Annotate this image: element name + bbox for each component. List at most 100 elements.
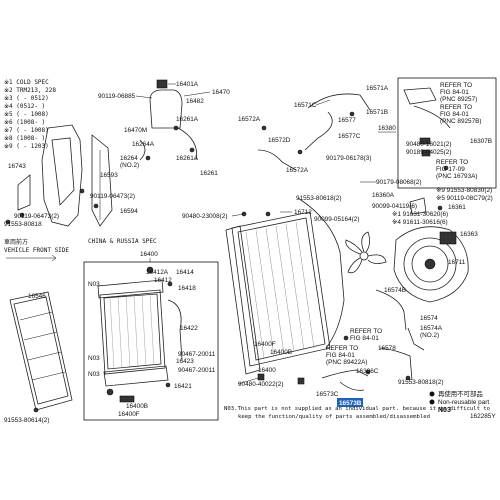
label-90099-04119: 90099-04119(6): [372, 203, 417, 210]
shroud-panel-inner: [51, 137, 75, 206]
label-90119-08C79: ※5 90119-08C79(2): [436, 195, 493, 202]
inset-hose: [167, 299, 183, 361]
refer-2-l1: REFER TO: [440, 104, 472, 111]
upper-hose-group: [257, 93, 371, 171]
shroud-left-group: [5, 124, 113, 227]
hose-16577: [304, 111, 333, 151]
label-16712: 16712: [294, 209, 312, 216]
legend-non-reusable: Non-reusable part: [438, 399, 489, 406]
inset-drain-plug: [106, 388, 114, 396]
label-16422: 16422: [180, 325, 198, 332]
footnote-date-f: ※8 (1008- ): [4, 135, 45, 142]
note-line-1: N03.This part is not supplied as an indi…: [224, 406, 490, 412]
fan-bracket-16361: [409, 197, 427, 215]
label-90119-06885: 90119-06885: [98, 93, 136, 100]
label-16363: 16363: [460, 231, 478, 238]
label-90480-23008: 90480-23008(2): [182, 213, 227, 220]
vehicle-front-jp: 車両前方: [4, 238, 28, 246]
label-16574B: 16574B: [384, 287, 406, 294]
label-16573C: 16573C: [316, 391, 339, 398]
label-90480-16021: 90480-16021(2): [406, 141, 451, 148]
label-16361: 16361: [448, 204, 466, 211]
inset-frame: [83, 261, 219, 421]
label-16264: 16264: [120, 155, 138, 162]
label-16400B-inset: 16400B: [126, 403, 148, 410]
label-16421: 16421: [174, 383, 192, 390]
label-90480-40022: 90480-40022(2): [238, 381, 283, 388]
legend-jp: 再使用不可部品: [438, 389, 483, 398]
inset-cap: [146, 266, 154, 274]
highlighted-part-16573B[interactable]: 16573B: [337, 398, 363, 407]
refer-b-l3: (PNC 89422A): [326, 359, 368, 366]
label-16401A: 16401A: [176, 81, 199, 88]
fan-motor-assembly: [393, 197, 469, 303]
refer-a-l1: REFER TO: [350, 328, 382, 335]
label-16418: 16418: [178, 285, 196, 292]
fan-shroud-16711: [393, 226, 469, 303]
inset-upper-tank: [97, 279, 164, 299]
cooling-fan: [345, 231, 387, 274]
overflow-hose-16264: [177, 127, 197, 161]
label-16593: 16593: [100, 172, 118, 179]
inset-lower-tank: [103, 365, 169, 387]
hose-16573B: [339, 381, 365, 391]
refer-c-l3: (PNC 16793A): [436, 173, 478, 180]
figure-code: 162285Y: [470, 413, 496, 420]
label-16571A: 16571A: [366, 85, 389, 92]
footnote-date-a: ※3 ( - 0512): [4, 95, 49, 102]
label-90189-04025: 90189-04025(2): [406, 149, 451, 156]
highlight-box[interactable]: [337, 398, 363, 407]
bolt-icon: [79, 188, 85, 194]
front-arrow-icon: [6, 254, 57, 262]
refer-b-l2: FIG 84-01: [326, 352, 355, 359]
highlight-label[interactable]: 16573B: [339, 400, 362, 407]
radiator-core: [231, 211, 331, 367]
refer-1-l2: FIG 84-01: [440, 89, 469, 96]
label-16470M: 16470M: [124, 127, 147, 134]
hose-16572A: [257, 149, 297, 171]
fan-shroud-16712: [297, 197, 345, 349]
label-N03-b: N03: [88, 355, 100, 362]
inset-radiator-core: [99, 289, 166, 375]
label-16264-no2: (NO.2): [120, 162, 139, 169]
label-16482: 16482: [186, 98, 204, 105]
label-16261: 16261: [200, 170, 218, 177]
inset-china-russia: CHINA & RUSSIA SPEC 16400: [83, 238, 219, 421]
hose-16574B: [375, 289, 407, 331]
refer-1-l3: (PNC 89257): [440, 96, 477, 103]
label-16400F: 16400F: [254, 341, 276, 348]
radiator-side-tank: [225, 225, 261, 375]
label-16380: 16380: [378, 125, 396, 132]
footnote-date-e: ※7 ( - 1008): [4, 127, 49, 134]
fan-motor-16363: [439, 231, 457, 245]
leader-lines: [135, 83, 396, 385]
radiator-cover-16546: [9, 291, 73, 413]
bolt-icon: [93, 203, 99, 209]
label-90179-08068: 90179-08068(2): [376, 179, 421, 186]
label-16572D: 16572D: [268, 137, 291, 144]
footnote-cold-spec: ※1 COLD SPEC: [4, 79, 49, 86]
reservoir-tank-16470: [149, 89, 183, 129]
label-16571C: 16571C: [294, 102, 317, 109]
label-16571B: 16571B: [366, 109, 388, 116]
label-16360A: 16360A: [372, 192, 395, 199]
label-90119-06473-a: 90119-06473(2): [90, 193, 135, 200]
label-91553-80818-b: 91553-80818(2): [398, 379, 443, 386]
label-90119-06473-b: 90119-06473(2): [14, 213, 59, 220]
label-90467-20011-b: 90467-20011: [178, 367, 216, 374]
refer-b-l1: REFER TO: [326, 345, 358, 352]
footnote-trm: ※2 TRM213, 228: [4, 87, 56, 94]
label-16577C: 16577C: [338, 133, 361, 140]
shroud-side-panel: [41, 124, 83, 227]
footnote-date-c: ※5 ( - 1008): [4, 111, 49, 118]
footnote-date-g: ※9 ( - 1203): [4, 143, 49, 150]
label-16470: 16470: [212, 89, 230, 96]
refer-c-l2: FIG 17-09: [436, 166, 465, 173]
label-16412: 16412: [154, 277, 172, 284]
legend-n03: N03: [438, 407, 451, 414]
label-16414: 16414: [176, 269, 194, 276]
label-90179-06178: 90179-06178(3): [326, 155, 371, 162]
refer-2-l2: FIG 84-01: [440, 111, 469, 118]
bolt-icon: [19, 212, 25, 218]
